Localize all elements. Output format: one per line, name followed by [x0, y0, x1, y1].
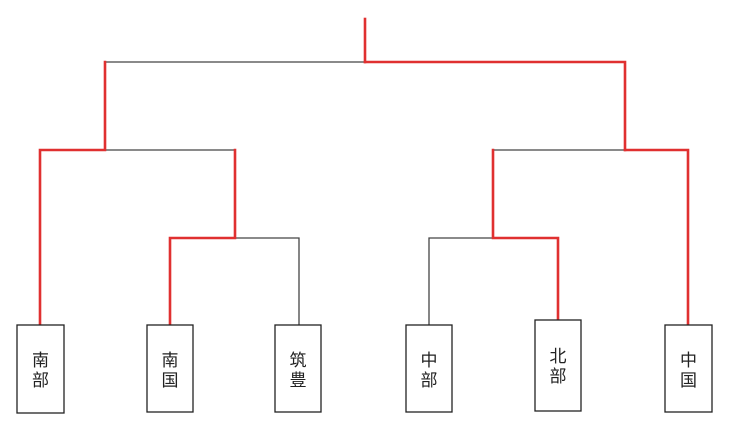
- team-label-char-2: 国: [162, 371, 179, 391]
- team-label-char-1: 北: [550, 347, 567, 367]
- team-label-char-2: 部: [550, 367, 567, 387]
- final-winner-path: [363, 60, 627, 152]
- match-chubu-hokubu-bar-left: [428, 237, 493, 325]
- team-box-nanbu: 南 部: [16, 324, 65, 414]
- team-box-nangoku: 南 国: [146, 324, 194, 413]
- semifinal-right-winner-path: [491, 148, 560, 322]
- team-label-char-1: 南: [32, 351, 49, 371]
- team-label-char-2: 豊: [290, 371, 307, 391]
- team-label-char-1: 南: [162, 351, 179, 371]
- chugoku-winner-path: [623, 148, 690, 327]
- nangoku-winner-path: [168, 148, 237, 327]
- team-box-frame: [274, 324, 322, 413]
- match-nangoku-chikuho-bar-right: [235, 237, 300, 325]
- team-label-char-2: 国: [680, 371, 697, 391]
- team-box-frame: [534, 319, 582, 412]
- bracket-lines-red: [38, 17, 690, 327]
- team-box-frame: [664, 324, 713, 413]
- team-label-char-1: 筑: [290, 351, 307, 371]
- team-box-frame: [405, 324, 453, 413]
- team-label-char-2: 部: [32, 371, 49, 391]
- team-box-frame: [16, 324, 65, 414]
- team-label-char-1: 中: [421, 351, 438, 371]
- team-box-frame: [146, 324, 194, 413]
- bracket-lines-grey: [105, 61, 625, 325]
- semifinal-left-winner-path: [38, 60, 107, 327]
- team-label-char-2: 部: [421, 371, 438, 391]
- team-box-hokubu: 北 部: [534, 319, 582, 412]
- team-box-chugoku: 中 国: [664, 324, 713, 413]
- team-label-char-1: 中: [680, 351, 697, 371]
- team-box-chikuho: 筑 豊: [274, 324, 322, 413]
- team-boxes: 南 部 南 国 筑 豊 中 部 北 部 中 国: [16, 319, 713, 414]
- team-box-chubu: 中 部: [405, 324, 453, 413]
